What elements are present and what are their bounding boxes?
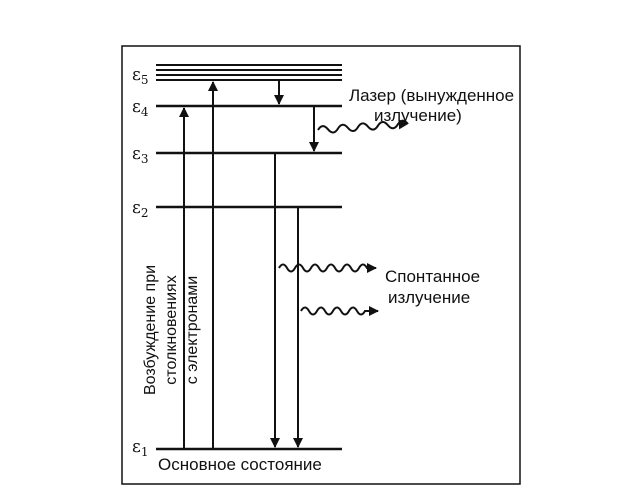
level-e1-label: ε1 (132, 437, 148, 459)
excitation-label-line1: Возбуждение при (142, 265, 159, 395)
excitation-label-line2: столкновениях (163, 275, 180, 384)
spontaneous-label-line1: Спонтанное (385, 267, 480, 286)
spontaneous-photon-wave-2 (300, 306, 379, 316)
diagram-frame (121, 45, 521, 485)
excitation-label-line3: с электронами (184, 276, 201, 384)
spontaneous-photon-wave-1 (278, 263, 377, 273)
level-e3-label: ε3 (132, 144, 148, 166)
level-e5-band (156, 64, 342, 81)
laser-label-line1: Лазер (вынужденное (349, 86, 514, 105)
ground-state-label: Основное состояние (158, 455, 322, 474)
level-e5-label: ε5 (132, 65, 148, 87)
laser-photon-wave (317, 113, 409, 134)
level-e4-label: ε4 (132, 97, 149, 119)
laser-label-line2: излучение) (374, 106, 462, 125)
level-e2-label: ε2 (132, 198, 148, 220)
spontaneous-label-line2: излучение (388, 288, 470, 307)
